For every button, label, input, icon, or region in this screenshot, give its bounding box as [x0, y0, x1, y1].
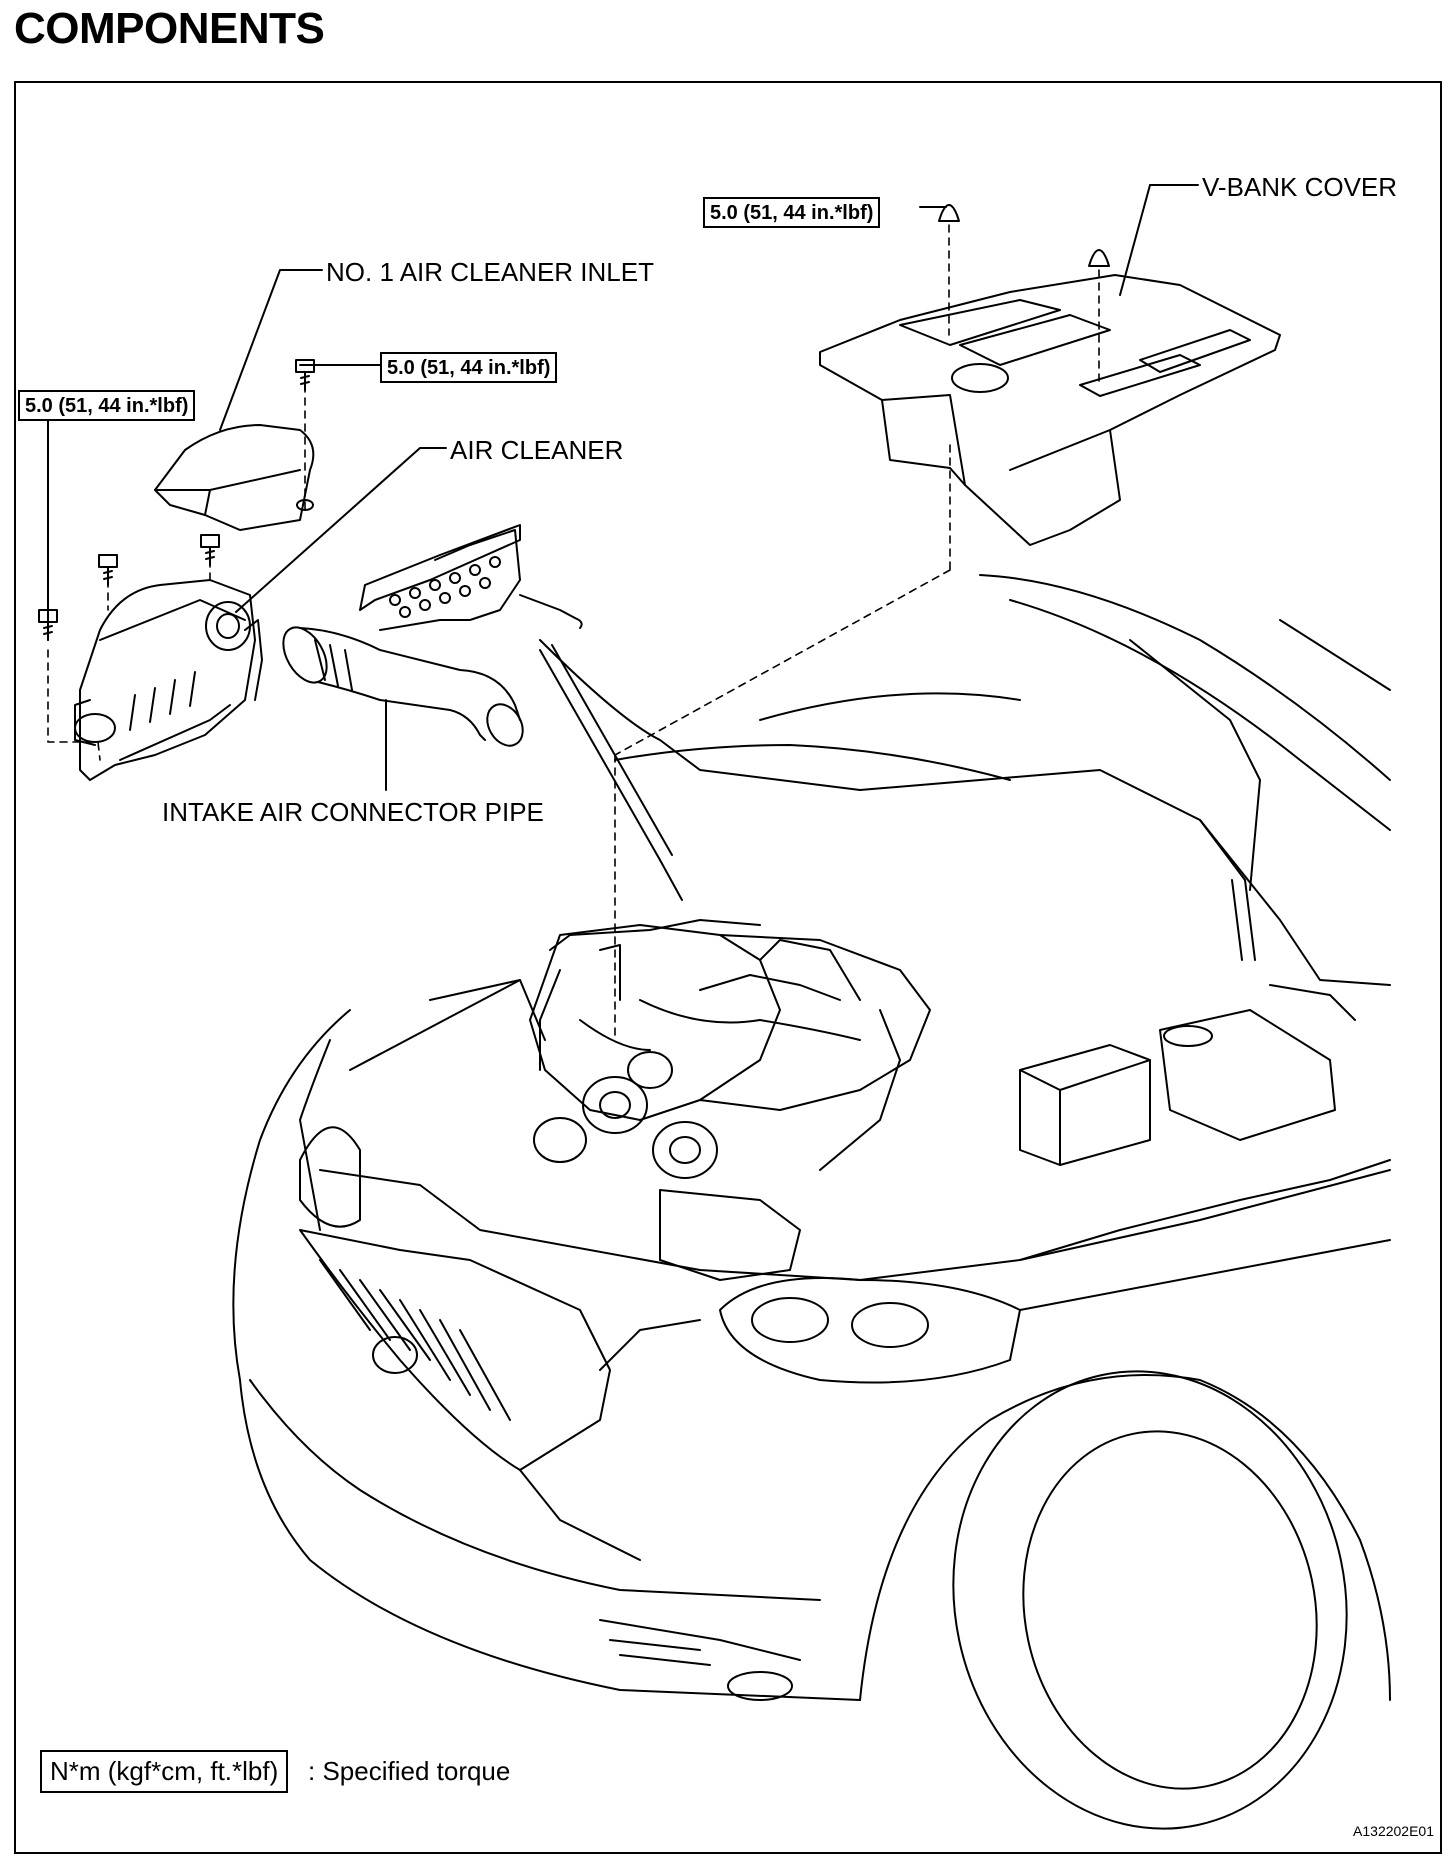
car-body [232, 1009, 1391, 1830]
intake-air-connector-pipe [282, 626, 524, 747]
legend-unit-box: N*m (kgf*cm, ft.*lbf) [40, 1750, 289, 1793]
resonator-bracket [359, 524, 583, 631]
air-cleaner-label: AIR CLEANER [450, 435, 624, 465]
intake-air-connector-pipe-label: INTAKE AIR CONNECTOR PIPE [162, 797, 544, 827]
page-title: COMPONENTS [14, 4, 325, 53]
air-cleaner-inlet [154, 424, 315, 531]
hood-struts [539, 644, 1256, 961]
diagram-frame [14, 81, 1442, 1854]
car-hood [539, 574, 1391, 986]
fasteners [38, 204, 1110, 641]
leader-lines [47, 184, 1199, 791]
figure-id: A132202E01 [1353, 1823, 1434, 1839]
torque-spec-inlet-bolt: 5.0 (51, 44 in.*lbf) [380, 352, 558, 383]
torque-spec-air-cleaner-bolt: 5.0 (51, 44 in.*lbf) [18, 390, 196, 421]
air-cleaner [74, 579, 263, 781]
legend-description: : Specified torque [308, 1756, 511, 1786]
v-bank-cover [819, 274, 1281, 546]
engine [529, 924, 931, 1281]
torque-spec-v-bank-nut: 5.0 (51, 44 in.*lbf) [703, 197, 881, 228]
v-bank-cover-label: V-BANK COVER [1202, 172, 1398, 202]
air-cleaner-inlet-label: NO. 1 AIR CLEANER INLET [326, 257, 654, 287]
engine-bay [349, 919, 1356, 1166]
